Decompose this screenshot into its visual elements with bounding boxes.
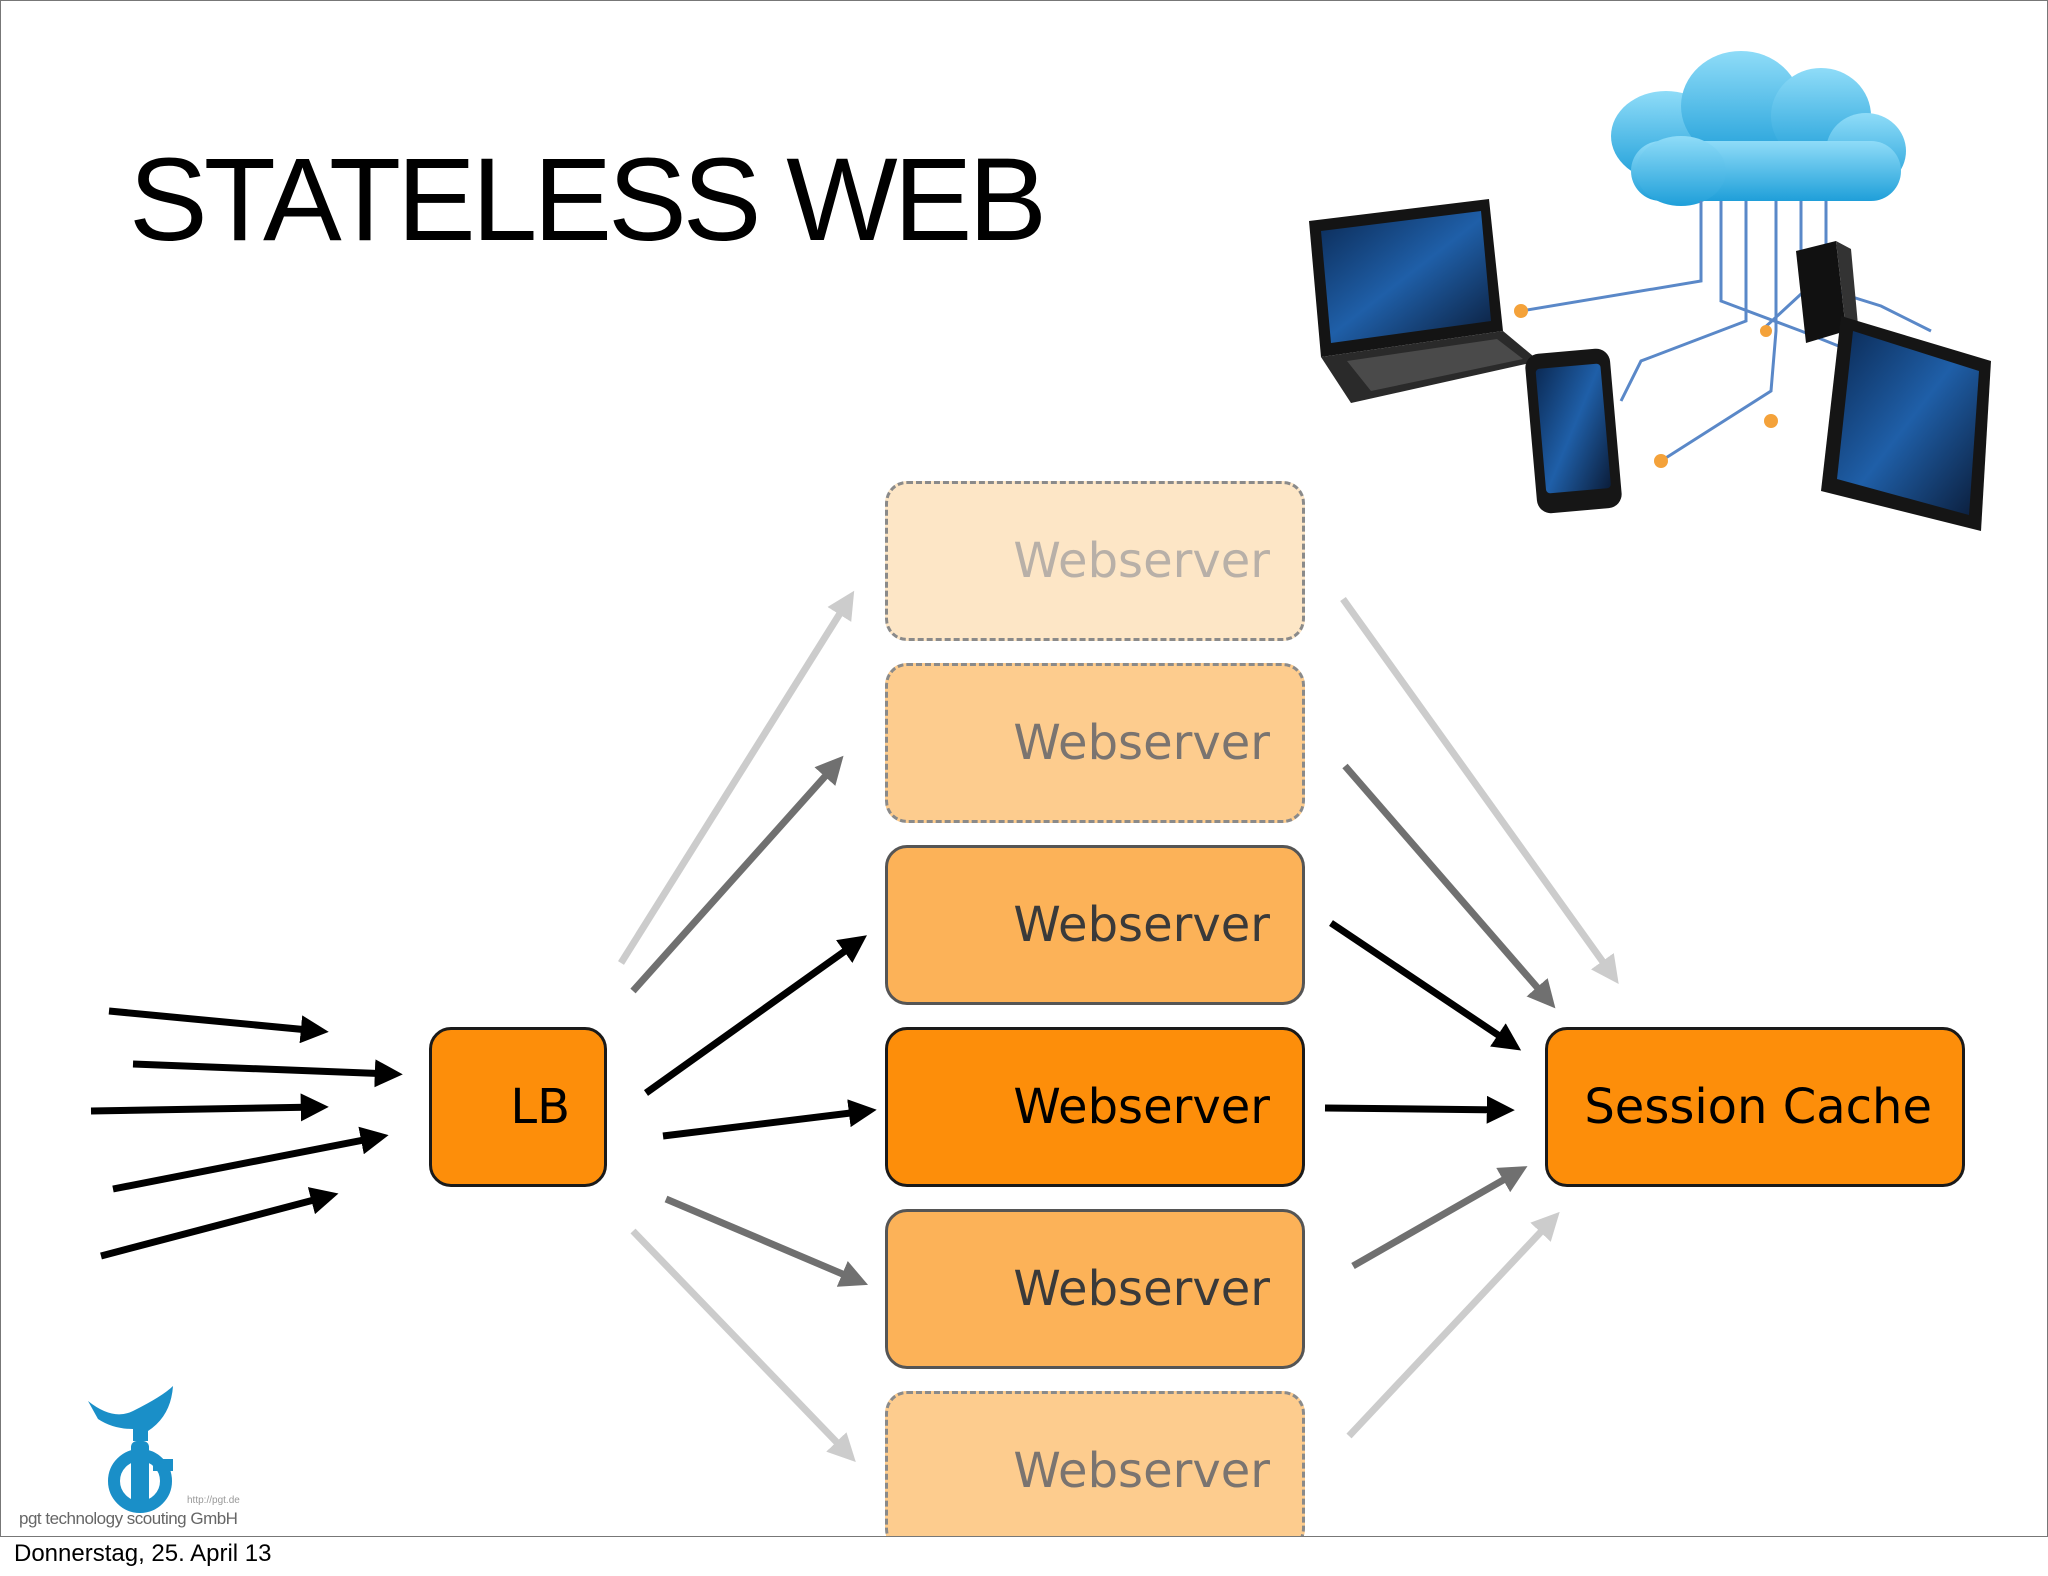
tablet-icon (1821, 316, 1991, 531)
incoming-arrow-3 (90, 1093, 329, 1122)
cloud-icon (1611, 51, 1906, 206)
load-balancer-box: LB (429, 1027, 607, 1187)
webserver-box: Webserver (885, 1209, 1305, 1369)
webserver-box: Webserver (885, 1391, 1305, 1536)
slide: STATELESS WEB (0, 0, 2048, 1537)
incoming-arrow-2 (132, 1059, 403, 1088)
webserver-1-to-cache (1340, 596, 1619, 984)
webserver-box: Webserver (885, 481, 1305, 641)
webserver-4-to-cache (1324, 1095, 1515, 1124)
incoming-arrow-4 (112, 1126, 389, 1193)
arrows-layer (90, 590, 1619, 1463)
webserver-2-to-cache (1342, 763, 1556, 1009)
lb-to-webserver-3 (643, 935, 867, 1096)
slide-title: STATELESS WEB (129, 134, 1047, 266)
hard-drive-icon (1796, 241, 1859, 343)
cloud-devices-icon (1309, 51, 1991, 531)
webserver-3-to-cache (1329, 920, 1522, 1051)
pgt-logo-icon (88, 1386, 173, 1513)
webserver-6-to-cache (1346, 1211, 1560, 1439)
incoming-arrow-1 (108, 1007, 329, 1044)
webserver-box: Webserver (885, 1027, 1305, 1187)
laptop-icon (1309, 199, 1539, 403)
webserver-box: Webserver (885, 845, 1305, 1005)
session-cache-box: Session Cache (1545, 1027, 1965, 1187)
webserver-5-to-cache (1351, 1166, 1528, 1270)
footer-date: Donnerstag, 25. April 13 (14, 1540, 272, 1567)
smartphone-icon (1525, 348, 1622, 514)
lb-to-webserver-1 (618, 590, 855, 965)
logo-url: http://pgt.de (187, 1495, 240, 1506)
webserver-box: Webserver (885, 663, 1305, 823)
lb-to-webserver-2 (630, 755, 844, 994)
incoming-arrow-5 (100, 1187, 339, 1260)
logo-company-name: pgt technology scouting GmbH (19, 1509, 238, 1528)
lb-to-webserver-4 (662, 1099, 877, 1140)
lb-to-webserver-6 (630, 1228, 856, 1463)
lb-to-webserver-5 (664, 1195, 869, 1287)
